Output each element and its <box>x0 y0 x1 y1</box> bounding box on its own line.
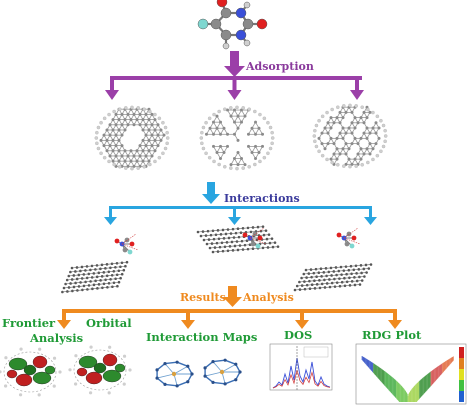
complex-a-icon <box>61 233 139 294</box>
analysis-label: Analysis <box>242 291 294 304</box>
fluorouracil-molecule-icon <box>197 0 268 50</box>
interactions-label: Interactions <box>224 192 300 205</box>
rdg-plot-label: RDG Plot <box>362 328 422 342</box>
adsorption-connector <box>105 51 364 100</box>
complex-b-icon <box>196 225 280 254</box>
complex-c-icon <box>293 227 373 292</box>
interactions-connector <box>104 182 377 225</box>
nanosheet-c-icon <box>312 103 388 169</box>
frontier-orbital-thumbnail <box>0 345 132 397</box>
adsorption-label: Adsorption <box>245 60 314 73</box>
interaction-maps-thumbnail <box>155 358 242 388</box>
results-label: Results <box>180 291 226 304</box>
orbital-analysis-label: Analysis <box>29 331 83 345</box>
dos-label: DOS <box>284 328 312 342</box>
interaction-maps-label: Interaction Maps <box>146 330 257 344</box>
orbital-label: Orbital <box>86 316 132 330</box>
nanosheet-a-icon <box>94 105 170 171</box>
frontier-label: Frontier <box>2 316 56 330</box>
nanosheet-b-icon <box>199 105 275 171</box>
dos-plot-thumbnail <box>269 343 333 391</box>
results-connector <box>57 286 402 329</box>
rdg-plot-thumbnail <box>355 343 467 405</box>
